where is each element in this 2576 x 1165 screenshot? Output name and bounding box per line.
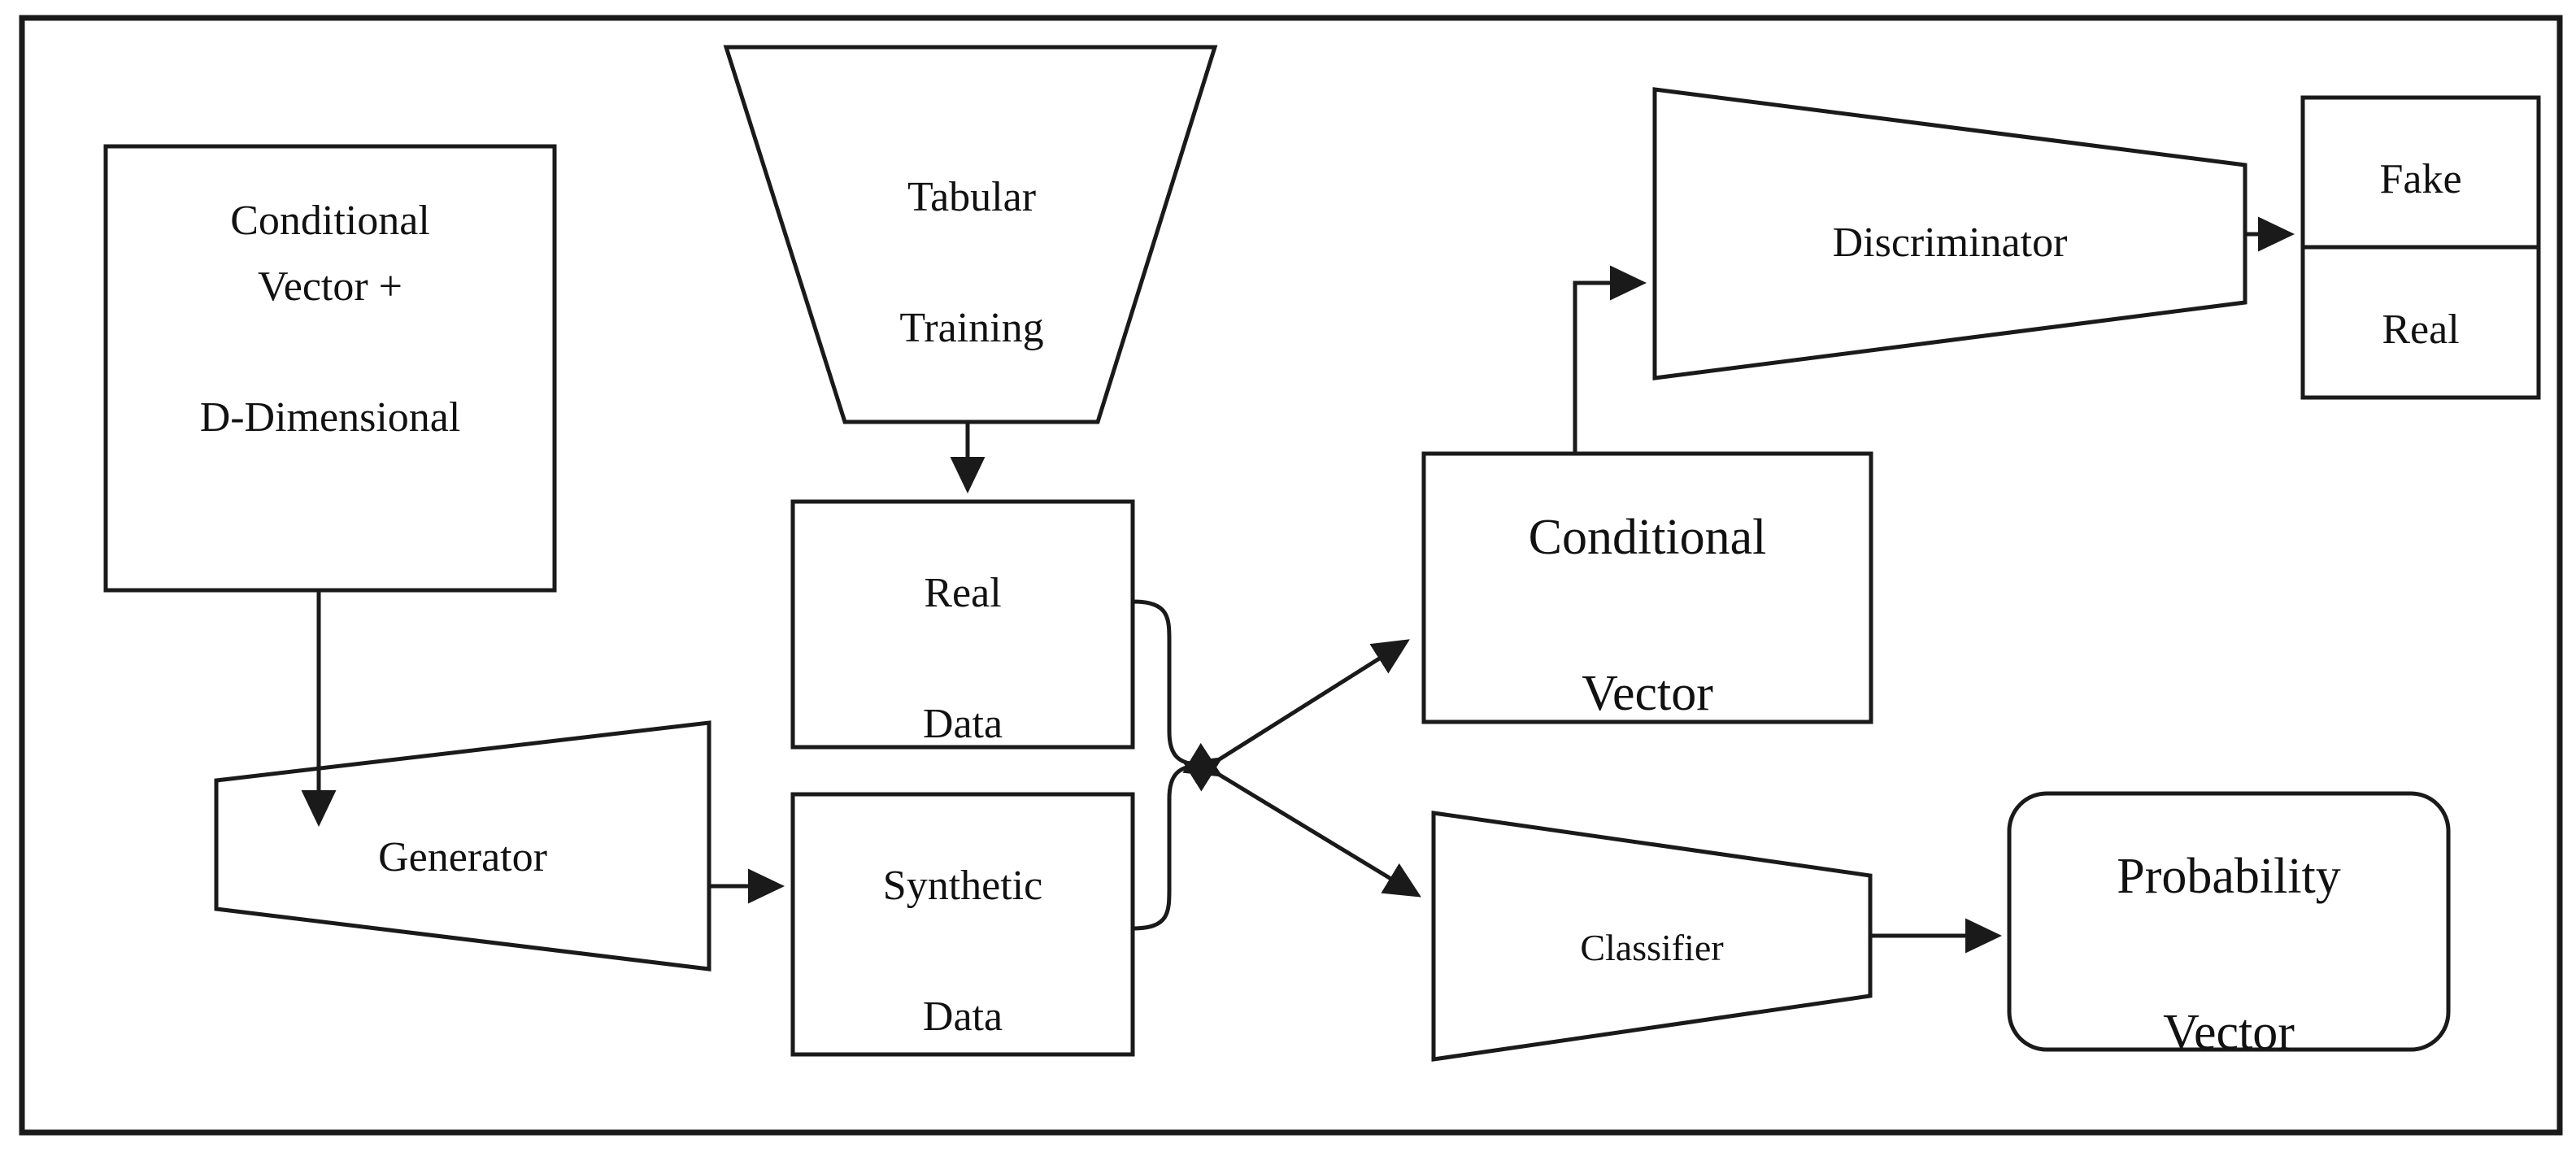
arrow-conditional-vector-to-discriminator: [1573, 265, 1647, 454]
arrow-junction-to-classifier: [1182, 742, 1421, 898]
conditional-vector-shape: [1421, 451, 1873, 724]
real-data-shape: [790, 499, 1135, 750]
real-shape: [2300, 245, 2541, 400]
synthetic-data-shape: [790, 792, 1135, 1057]
probability-vector-shape: [2007, 791, 2451, 1052]
generator-shape: [214, 720, 711, 972]
arrow-junction-to-conditional-vector: [1182, 639, 1410, 792]
discriminator-shape: [1652, 87, 2247, 380]
diagram-outer-border: [19, 15, 2563, 1136]
data-merge-brace: [1132, 599, 1203, 931]
conditional-vector-input-shape: [103, 144, 557, 593]
classifier-shape: [1431, 811, 1873, 1062]
tabular-training-shape: [723, 45, 1218, 424]
fake-shape: [2300, 95, 2541, 250]
